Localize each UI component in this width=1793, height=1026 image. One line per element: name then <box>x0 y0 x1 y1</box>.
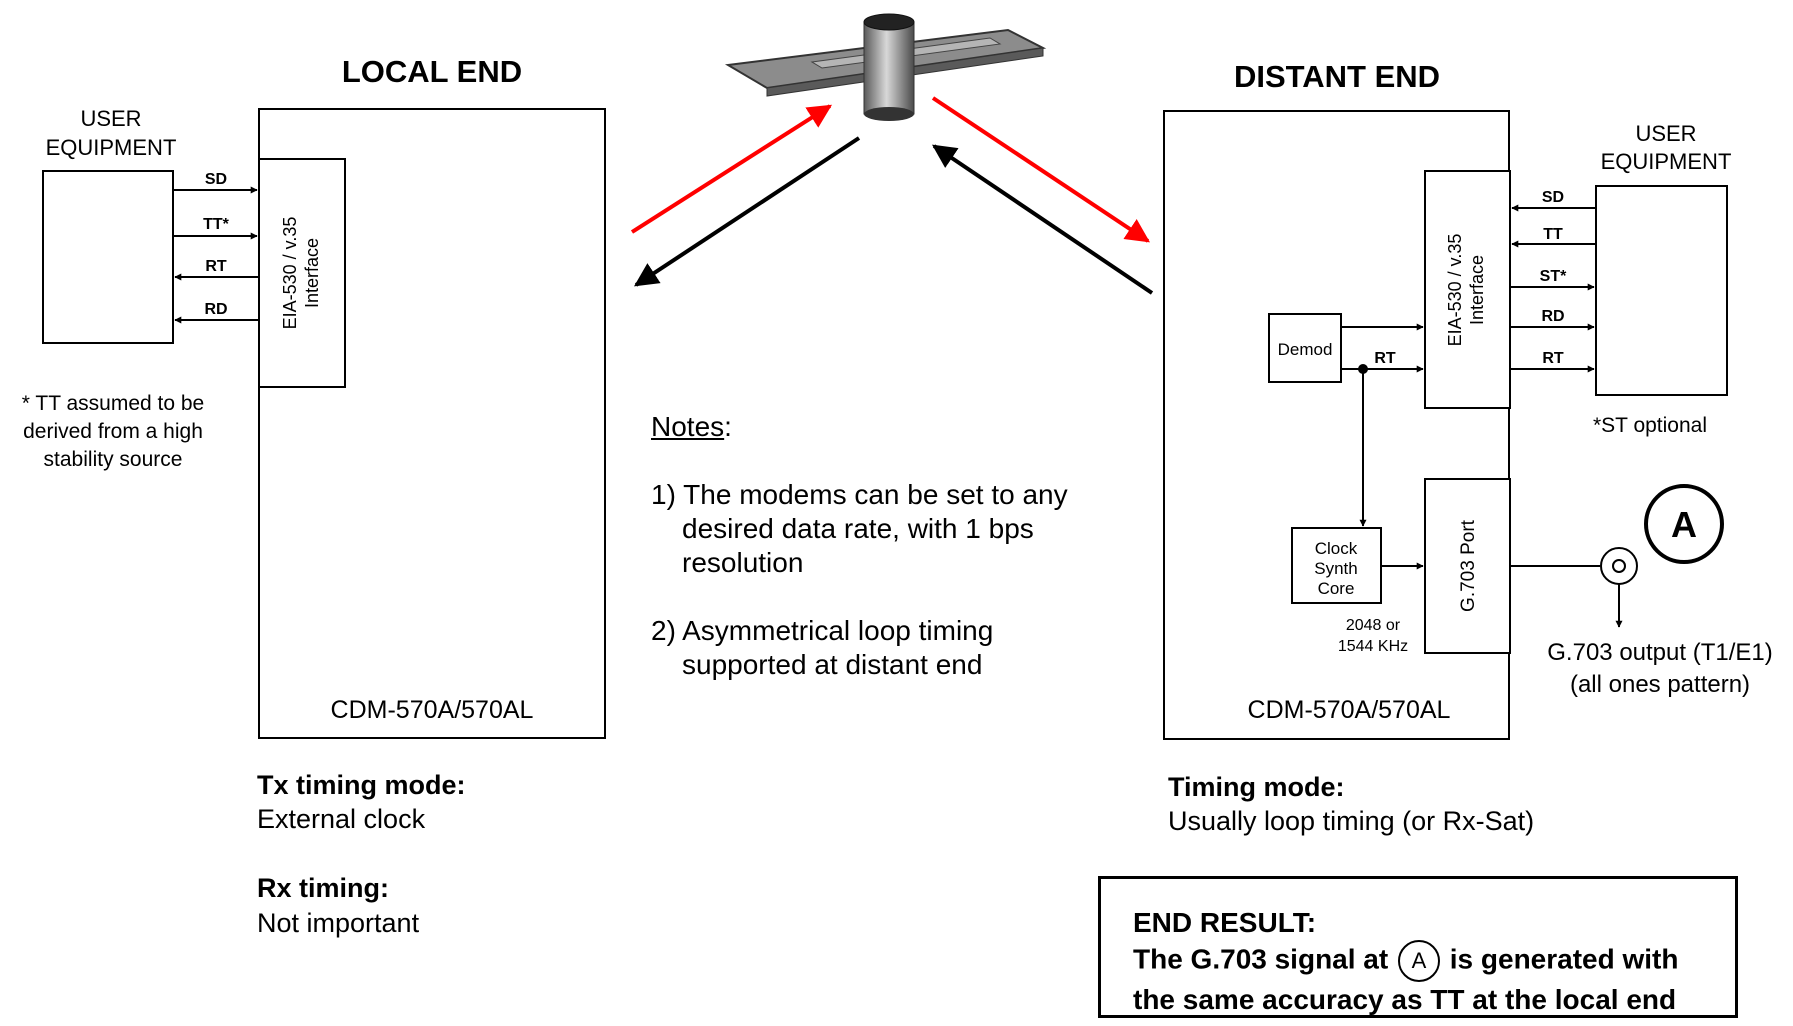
distant-interface-label-2: Interface <box>1467 255 1487 325</box>
local-uplink-arrow <box>630 104 833 234</box>
end-result-box: END RESULT: The G.703 signal at A is gen… <box>1098 876 1738 1018</box>
local-interface-box <box>258 158 346 388</box>
g703-output-label-2: (all ones pattern) <box>1570 671 1750 698</box>
notes-colon: : <box>724 411 732 442</box>
end-result-line-2: the same accuracy as TT at the local end <box>1133 984 1677 1015</box>
local-interface-label-2: Interface <box>302 238 322 308</box>
distant-downlink-arrow <box>931 96 1150 243</box>
local-modem-box <box>258 108 606 739</box>
coax-connector-center <box>1612 559 1626 573</box>
satellite-icon <box>724 13 1047 121</box>
distant-st-note: *ST optional <box>1593 414 1707 437</box>
g703-output-label-1: G.703 output (T1/E1) <box>1547 639 1772 666</box>
distant-user-label-1: USER <box>1635 121 1696 146</box>
local-footnote-2: derived from a high <box>23 420 203 443</box>
end-result-line-1: The G.703 signal at A is generated with <box>1133 940 1735 982</box>
distant-uplink-arrow <box>932 144 1154 295</box>
clock-label-1: Clock <box>1315 539 1358 558</box>
local-rt-label: RT <box>205 258 227 275</box>
distant-rt-label: RT <box>1542 350 1564 367</box>
distant-user-label-2: EQUIPMENT <box>1601 149 1732 174</box>
end-result-heading: END RESULT: <box>1133 907 1317 938</box>
local-downlink-arrow <box>633 136 861 287</box>
distant-rd-label: RD <box>1541 308 1564 325</box>
demod-label: Demod <box>1278 340 1333 359</box>
local-title: LOCAL END <box>342 54 522 89</box>
distant-st-label: ST* <box>1540 268 1567 285</box>
distant-timing-value: Usually loop timing (or Rx-Sat) <box>1168 806 1534 836</box>
notes-heading: Notes <box>651 411 725 442</box>
output-marker-circle <box>1644 484 1724 564</box>
local-model-label: CDM-570A/570AL <box>331 696 534 724</box>
local-rd-label: RD <box>204 301 227 318</box>
end-result-line-1-a: The G.703 signal at <box>1133 943 1389 975</box>
local-user-label-2: EQUIPMENT <box>46 135 177 160</box>
note-1-line-1: 1) The modems can be set to any <box>651 479 1068 510</box>
demod-rt-label: RT <box>1374 350 1396 367</box>
local-rx-heading: Rx timing: <box>257 873 389 903</box>
local-tx-value: External clock <box>257 804 426 834</box>
g703-port-label: G.703 Port <box>1458 519 1479 612</box>
distant-interface-box <box>1424 170 1511 409</box>
distant-tt-label: TT <box>1543 226 1563 243</box>
note-1-line-2: desired data rate, with 1 bps <box>682 513 1034 544</box>
note-2-line-1: 2) Asymmetrical loop timing <box>651 615 994 646</box>
distant-user-equipment-box <box>1595 185 1728 396</box>
g703-port-box <box>1424 478 1511 654</box>
notes-block: Notes: 1) The modems can be set to any d… <box>651 410 1111 682</box>
local-rx-value: Not important <box>257 908 420 938</box>
freq-label-1: 2048 or <box>1346 617 1401 634</box>
end-result-line-1-b: is generated with <box>1449 943 1679 975</box>
distant-interface-label-1: EIA-530 / v.35 <box>1445 234 1465 347</box>
note-2-line-2: supported at distant end <box>682 649 983 680</box>
distant-title: DISTANT END <box>1234 59 1440 94</box>
clock-label-3: Core <box>1318 579 1355 598</box>
local-tt-label: TT* <box>203 216 230 233</box>
output-marker-label: A <box>1671 504 1697 545</box>
end-result-marker: A <box>1397 940 1440 982</box>
freq-label-2: 1544 KHz <box>1338 638 1408 655</box>
distant-modem-box <box>1163 110 1510 740</box>
clock-label-2: Synth <box>1314 559 1357 578</box>
demod-box <box>1268 313 1342 383</box>
local-interface-label-1: EIA-530 / v.35 <box>280 217 300 330</box>
local-user-label-1: USER <box>80 106 141 131</box>
distant-model-label: CDM-570A/570AL <box>1248 696 1451 724</box>
local-footnote-1: * TT assumed to be <box>22 392 205 415</box>
local-user-equipment-box <box>42 170 174 344</box>
distant-sd-label: SD <box>1542 189 1564 206</box>
local-tx-heading: Tx timing mode: <box>257 770 466 800</box>
local-footnote-3: stability source <box>44 448 183 471</box>
clock-synth-box <box>1291 527 1382 604</box>
note-1-line-3: resolution <box>682 547 804 578</box>
local-sd-label: SD <box>205 171 227 188</box>
distant-timing-heading: Timing mode: <box>1168 772 1345 802</box>
